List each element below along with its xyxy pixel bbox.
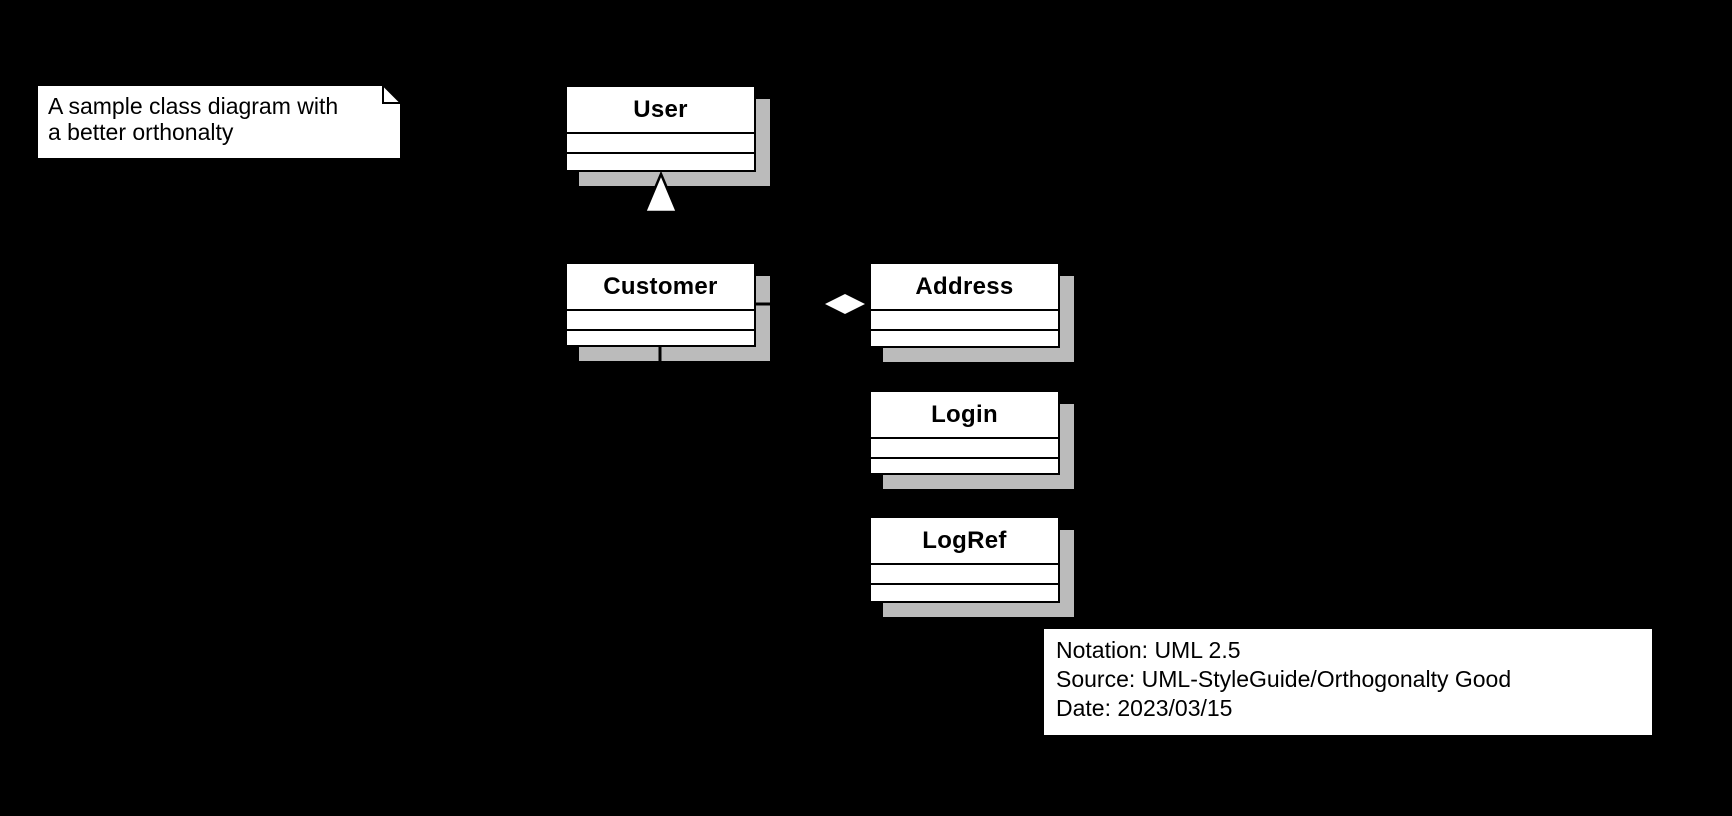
class-user-operations-compartment <box>567 152 754 170</box>
generalization-triangle-icon <box>643 170 679 214</box>
class-logref-attributes-compartment <box>871 563 1058 583</box>
class-user: User <box>565 85 756 172</box>
class-address-attributes-compartment <box>871 309 1058 329</box>
note-line-2: a better orthonalty <box>48 119 234 145</box>
class-login-operations-compartment <box>871 457 1058 473</box>
class-logref-operations-compartment <box>871 583 1058 601</box>
class-logref: LogRef <box>869 516 1060 603</box>
class-logref-title: LogRef <box>922 526 1007 554</box>
class-customer: Customer <box>565 262 756 347</box>
class-login-attributes-compartment <box>871 437 1058 457</box>
class-address-title: Address <box>915 272 1014 300</box>
class-customer-attributes-compartment <box>567 309 754 329</box>
class-address-operations-compartment <box>871 329 1058 346</box>
aggregation-diamond-icon <box>825 294 865 314</box>
class-login-title: Login <box>931 400 998 428</box>
legend-source: Source: UML-StyleGuide/Orthogonalty Good <box>1056 666 1512 692</box>
legend-notation: Notation: UML 2.5 <box>1056 637 1241 663</box>
class-address: Address <box>869 262 1060 348</box>
note: A sample class diagram with a better ort… <box>48 93 388 145</box>
class-user-title: User <box>633 95 688 123</box>
class-login: Login <box>869 390 1060 475</box>
class-customer-operations-compartment <box>567 329 754 345</box>
note-line-1: A sample class diagram with <box>48 93 339 119</box>
legend-box: Notation: UML 2.5 Source: UML-StyleGuide… <box>1044 629 1652 735</box>
association-edge-customer-logref <box>658 347 869 561</box>
note-shape <box>36 84 402 160</box>
note-fold-icon <box>382 82 404 104</box>
class-customer-title: Customer <box>603 272 718 300</box>
legend-date: Date: 2023/03/15 <box>1056 695 1233 721</box>
class-user-attributes-compartment <box>567 132 754 152</box>
